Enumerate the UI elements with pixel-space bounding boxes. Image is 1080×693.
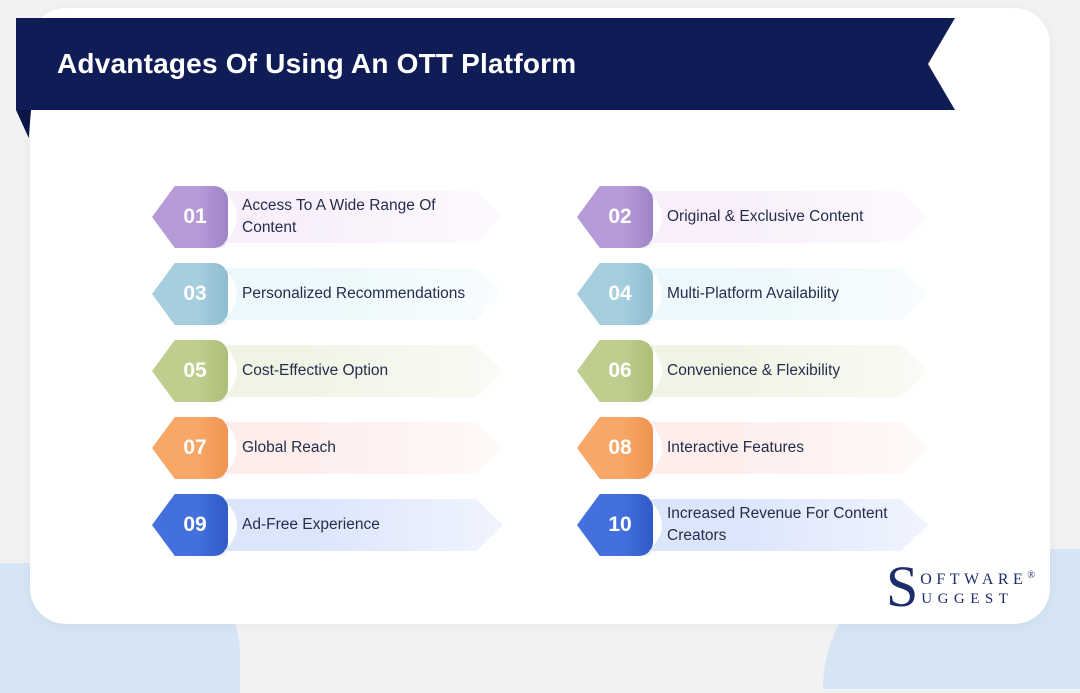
- banner-fold: [16, 110, 31, 138]
- logo-line-software: OFTWARE®: [920, 570, 1035, 588]
- advantage-item: 07 Global Reach: [152, 417, 505, 479]
- header-banner: Advantages Of Using An OTT Platform: [16, 18, 955, 110]
- badge-number: 03: [183, 282, 207, 305]
- number-badge: 01: [152, 186, 228, 248]
- label-ribbon: Ad-Free Experience: [220, 499, 503, 551]
- badge-number: 01: [183, 205, 207, 228]
- logo-wordmark: OFTWARE® UGGEST: [920, 570, 1035, 608]
- label-ribbon: Convenience & Flexibility: [645, 345, 928, 397]
- number-badge: 06: [577, 340, 653, 402]
- advantage-label: Global Reach: [242, 439, 336, 456]
- label-ribbon: Cost-Effective Option: [220, 345, 503, 397]
- logo-line-suggest: UGGEST: [921, 591, 1014, 607]
- number-badge: 09: [152, 494, 228, 556]
- number-badge: 03: [152, 263, 228, 325]
- number-badge: 10: [577, 494, 653, 556]
- badge-number: 09: [183, 513, 207, 536]
- label-ribbon: Original & Exclusive Content: [645, 191, 928, 243]
- advantage-label: Original & Exclusive Content: [667, 208, 864, 225]
- advantage-item: 03 Personalized Recommendations: [152, 263, 505, 325]
- badge-number: 04: [608, 282, 632, 305]
- label-ribbon: Increased Revenue For Content Creators: [645, 499, 928, 551]
- advantage-label: Increased Revenue For Content Creators: [667, 505, 888, 544]
- registered-mark-icon: ®: [1027, 570, 1035, 581]
- badge-number: 07: [183, 436, 207, 459]
- advantage-item: 02 Original & Exclusive Content: [577, 186, 930, 248]
- advantage-item: 04 Multi-Platform Availability: [577, 263, 930, 325]
- advantage-item: 06 Convenience & Flexibility: [577, 340, 930, 402]
- badge-number: 10: [608, 513, 632, 536]
- advantage-label: Multi-Platform Availability: [667, 285, 839, 302]
- advantage-label: Personalized Recommendations: [242, 285, 466, 302]
- number-badge: 04: [577, 263, 653, 325]
- number-badge: 02: [577, 186, 653, 248]
- number-badge: 05: [152, 340, 228, 402]
- label-ribbon: Access To A Wide Range Of Content: [220, 191, 503, 243]
- badge-number: 08: [608, 436, 632, 459]
- advantage-item: 05 Cost-Effective Option: [152, 340, 505, 402]
- advantage-label: Cost-Effective Option: [242, 362, 389, 379]
- badge-number: 02: [608, 205, 632, 228]
- label-ribbon: Multi-Platform Availability: [645, 268, 928, 320]
- label-ribbon: Global Reach: [220, 422, 503, 474]
- advantage-item: 10 Increased Revenue For Content Creator…: [577, 494, 930, 556]
- advantage-label: Interactive Features: [667, 439, 804, 456]
- logo-initial: S: [886, 554, 919, 619]
- advantages-grid: 01 Access To A Wide Range Of Content 02 …: [152, 186, 930, 556]
- advantage-label: Ad-Free Experience: [242, 516, 380, 533]
- label-ribbon: Interactive Features: [645, 422, 928, 474]
- badge-number: 06: [608, 359, 632, 382]
- page-title: Advantages Of Using An OTT Platform: [57, 48, 577, 79]
- badge-number: 05: [183, 359, 207, 382]
- advantage-item: 09 Ad-Free Experience: [152, 494, 505, 556]
- advantage-item: 01 Access To A Wide Range Of Content: [152, 186, 505, 248]
- advantage-label: Convenience & Flexibility: [667, 362, 841, 379]
- label-ribbon: Personalized Recommendations: [220, 268, 503, 320]
- number-badge: 08: [577, 417, 653, 479]
- advantage-label: Access To A Wide Range Of Content: [242, 197, 436, 236]
- number-badge: 07: [152, 417, 228, 479]
- softwaresuggest-logo: S OFTWARE® UGGEST: [886, 554, 1035, 619]
- advantage-item: 08 Interactive Features: [577, 417, 930, 479]
